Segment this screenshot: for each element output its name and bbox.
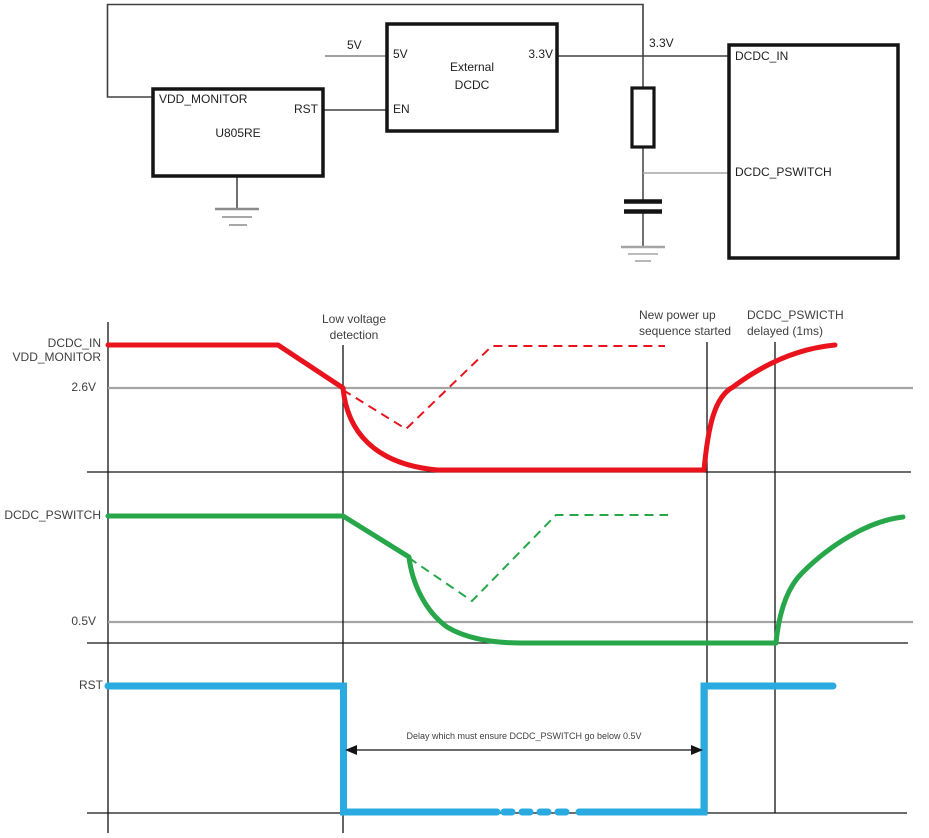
ground-symbol-cap: [621, 245, 665, 262]
vdd-monitor-rst-pin: RST: [294, 102, 318, 116]
blue-signal-label: RST: [79, 678, 103, 692]
pswitch-delayed-annotation-line1: DCDC_PSWICTH: [747, 308, 844, 322]
new-power-annotation-line1: New power up: [639, 308, 716, 322]
red-signal-label-line1: DCDC_IN: [47, 336, 101, 350]
mcu-pin-dcdc-pswitch: DCDC_PSWITCH: [735, 165, 832, 179]
green-signal-label: DCDC_PSWITCH: [4, 508, 101, 522]
feedback-wire: [106, 3, 644, 98]
red-signal-label-line2: VDD_MONITOR: [12, 350, 101, 364]
vdd-monitor-part-number: U805RE: [215, 126, 261, 140]
ground-symbol-vddmon: [215, 207, 259, 226]
green-threshold-label: 0.5V: [71, 614, 96, 628]
mcu-pin-dcdc-in: DCDC_IN: [735, 49, 789, 63]
green-waveform: [105, 513, 906, 646]
vdd-monitor-title: VDD_MONITOR: [159, 92, 248, 106]
red-threshold-label: 2.6V: [71, 380, 96, 394]
red-waveform-dashed: [342, 345, 665, 431]
net-label-5v: 5V: [347, 38, 362, 52]
rst-waveform-high-fall-low: [104, 682, 501, 816]
external-dcdc-box: [385, 22, 559, 133]
low-voltage-annotation-line1: Low voltage: [321, 312, 387, 326]
red-waveform: [105, 342, 838, 473]
green-waveform-dashed: [408, 514, 668, 603]
dcdc-title-line1: External: [449, 60, 495, 74]
rst-waveform-low-rise-high: [575, 682, 837, 816]
capacitor-symbol: [624, 199, 662, 214]
vdd-monitor-box: [151, 87, 325, 178]
dcdc-pin-en: EN: [393, 102, 410, 116]
delay-note-text: Delay which must ensure DCDC_PSWITCH go …: [406, 731, 642, 741]
delay-arrowhead-right: [691, 745, 703, 755]
resistor-symbol: [630, 86, 656, 149]
delay-arrowhead-left: [345, 745, 357, 755]
mcu-box: [727, 43, 900, 260]
net-label-3v3: 3.3V: [649, 36, 674, 50]
dcdc-pin-5v: 5V: [393, 47, 408, 61]
dcdc-pin-3v3: 3.3V: [528, 47, 553, 61]
new-power-annotation-line2: sequence started: [639, 324, 732, 338]
pswitch-delayed-annotation-line2: delayed (1ms): [747, 324, 824, 338]
dcdc-title-line2: DCDC: [454, 78, 490, 92]
low-voltage-annotation-line2: detection: [329, 328, 379, 342]
